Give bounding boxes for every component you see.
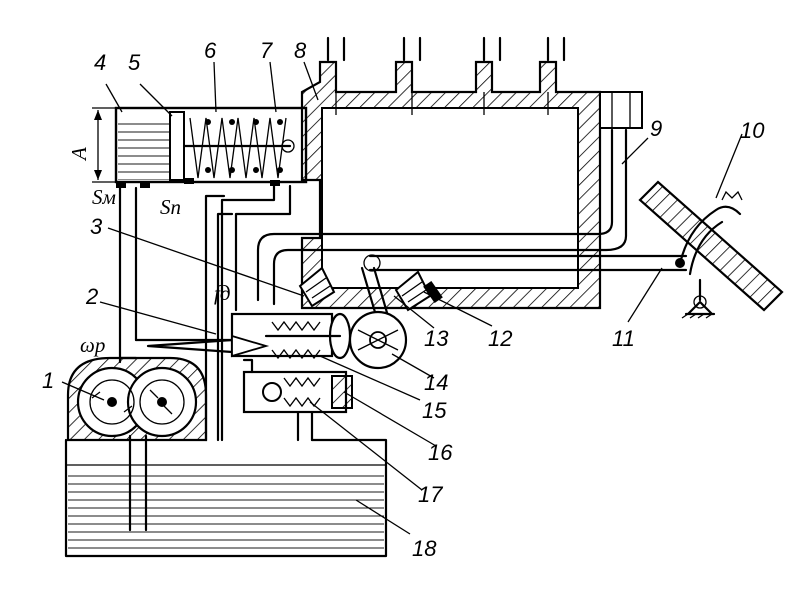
label-17: 17 bbox=[418, 482, 443, 507]
control-pedal bbox=[638, 180, 784, 319]
delivery-pipe bbox=[118, 186, 234, 364]
area-sn-label: Sп bbox=[160, 195, 181, 219]
area-fd-label: fд bbox=[214, 281, 230, 305]
label-13: 13 bbox=[424, 326, 449, 351]
leader-lines bbox=[61, 61, 743, 535]
label-8: 8 bbox=[294, 38, 307, 63]
dimension-a-label: A bbox=[67, 147, 91, 162]
label-15: 15 bbox=[422, 398, 447, 423]
pressure-relief-valve bbox=[242, 358, 353, 414]
suction-pipe bbox=[128, 434, 148, 532]
servo-feed-pipe bbox=[220, 184, 292, 442]
plunger-elements bbox=[326, 36, 566, 115]
label-4: 4 bbox=[94, 50, 106, 75]
gear-pump bbox=[66, 356, 208, 442]
servo-cylinder bbox=[92, 106, 308, 188]
area-sm-label: Sм bbox=[92, 185, 116, 209]
pipe-9 bbox=[256, 128, 628, 306]
label-7: 7 bbox=[260, 38, 273, 63]
label-2: 2 bbox=[85, 284, 98, 309]
symbol-labels: A Sм Sп fд ωр bbox=[67, 147, 230, 357]
union-nut bbox=[599, 91, 643, 129]
flyweight-left bbox=[298, 266, 336, 308]
angular-speed-label: ωр bbox=[80, 333, 105, 357]
label-10: 10 bbox=[740, 118, 765, 143]
label-16: 16 bbox=[428, 440, 453, 465]
label-5: 5 bbox=[128, 50, 141, 75]
metering-valve bbox=[146, 312, 352, 360]
label-12: 12 bbox=[488, 326, 512, 351]
label-3: 3 bbox=[90, 214, 103, 239]
fuel-tank bbox=[64, 438, 388, 558]
label-9: 9 bbox=[650, 116, 662, 141]
servo-piston bbox=[169, 111, 185, 181]
label-18: 18 bbox=[412, 536, 437, 561]
injection-pump-housing bbox=[300, 36, 643, 310]
label-6: 6 bbox=[204, 38, 217, 63]
label-11: 11 bbox=[612, 326, 635, 351]
label-1: 1 bbox=[42, 368, 54, 393]
callout-labels: 1 2 3 4 5 6 7 8 9 10 11 12 13 14 15 16 1… bbox=[42, 38, 765, 561]
label-14: 14 bbox=[424, 370, 448, 395]
